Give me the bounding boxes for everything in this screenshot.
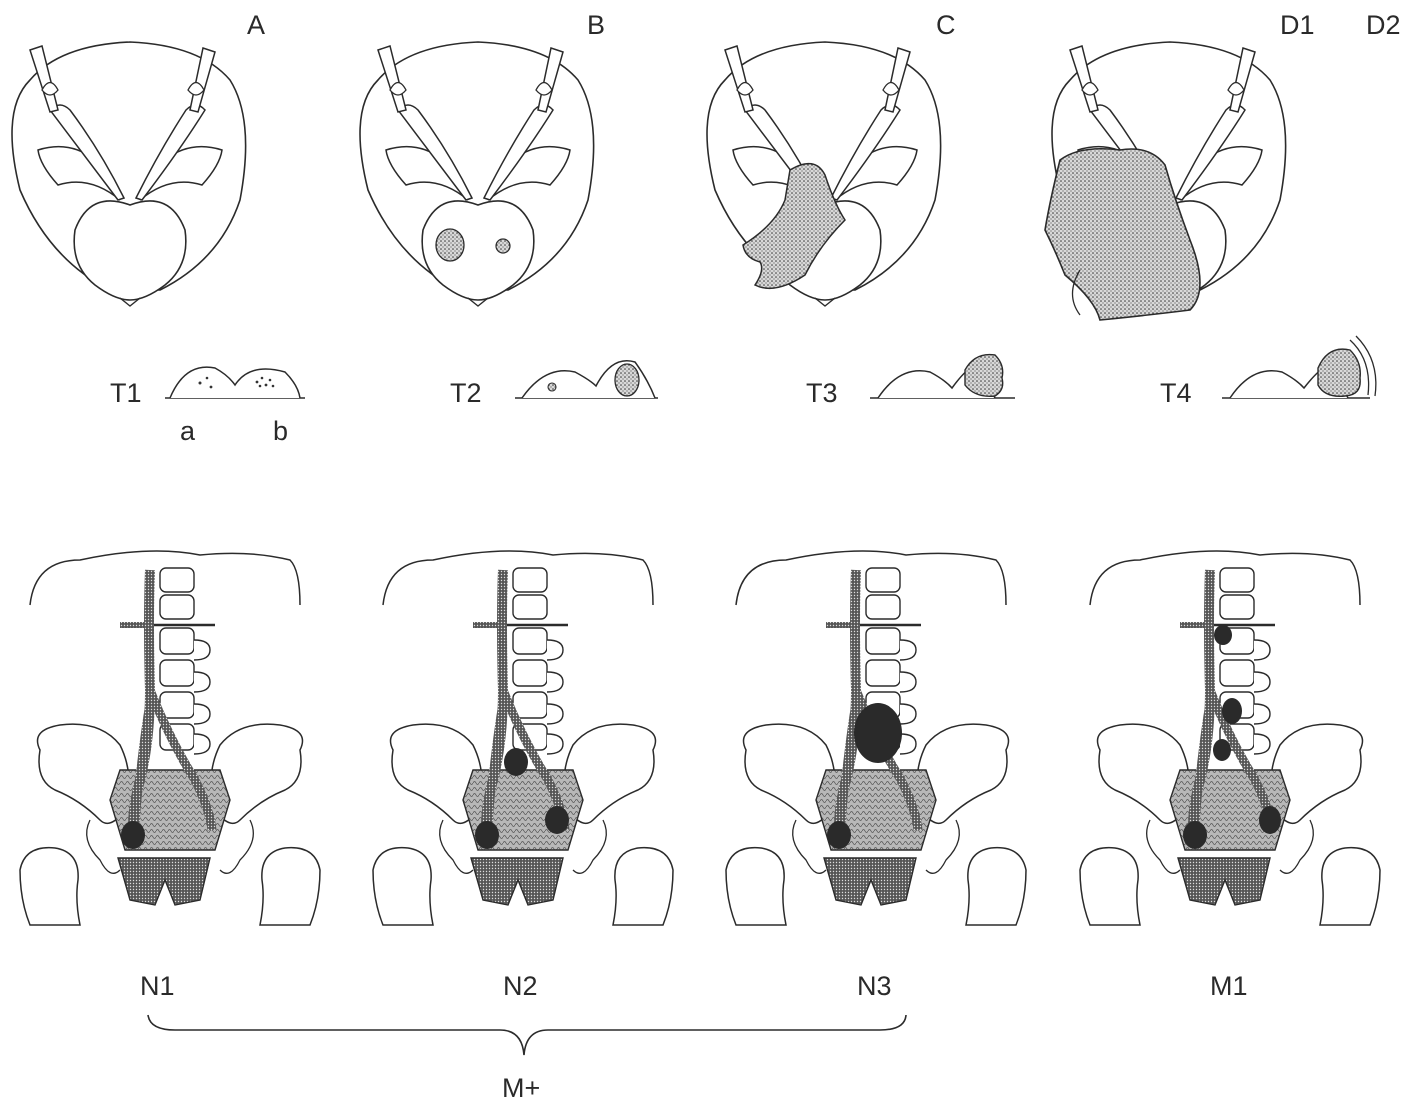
stage-label-a: A	[247, 10, 266, 40]
stage-d-figure	[1044, 41, 1287, 321]
m-plus-label: M+	[502, 1073, 541, 1103]
t1-label: T1	[110, 378, 142, 408]
n1-figure	[20, 551, 320, 925]
t1-sub-a: a	[180, 416, 196, 446]
stage-label-d2: D2	[1366, 10, 1401, 40]
m1-label: M1	[1210, 971, 1248, 1001]
stage-label-b: B	[587, 10, 606, 40]
stage-label-d1: D1	[1280, 10, 1315, 40]
stage-label-c: C	[936, 10, 956, 40]
t2-profile	[515, 360, 658, 399]
t4-profile	[1222, 335, 1377, 399]
t4-label: T4	[1160, 378, 1192, 408]
n2-label: N2	[503, 971, 538, 1001]
stage-b-figure	[359, 41, 595, 307]
n1-label: N1	[140, 971, 175, 1001]
n2-figure	[373, 551, 673, 925]
m-plus-brace	[147, 1014, 907, 1056]
t2-label: T2	[450, 378, 482, 408]
n3-label: N3	[857, 971, 892, 1001]
t3-label: T3	[806, 378, 838, 408]
stage-a-figure	[11, 41, 247, 307]
t1-sub-b: b	[273, 416, 289, 446]
n3-figure	[726, 551, 1026, 925]
stage-c-figure	[706, 41, 942, 307]
t1-profile	[165, 366, 305, 399]
t3-profile	[870, 353, 1015, 399]
m1-figure	[1080, 551, 1380, 925]
